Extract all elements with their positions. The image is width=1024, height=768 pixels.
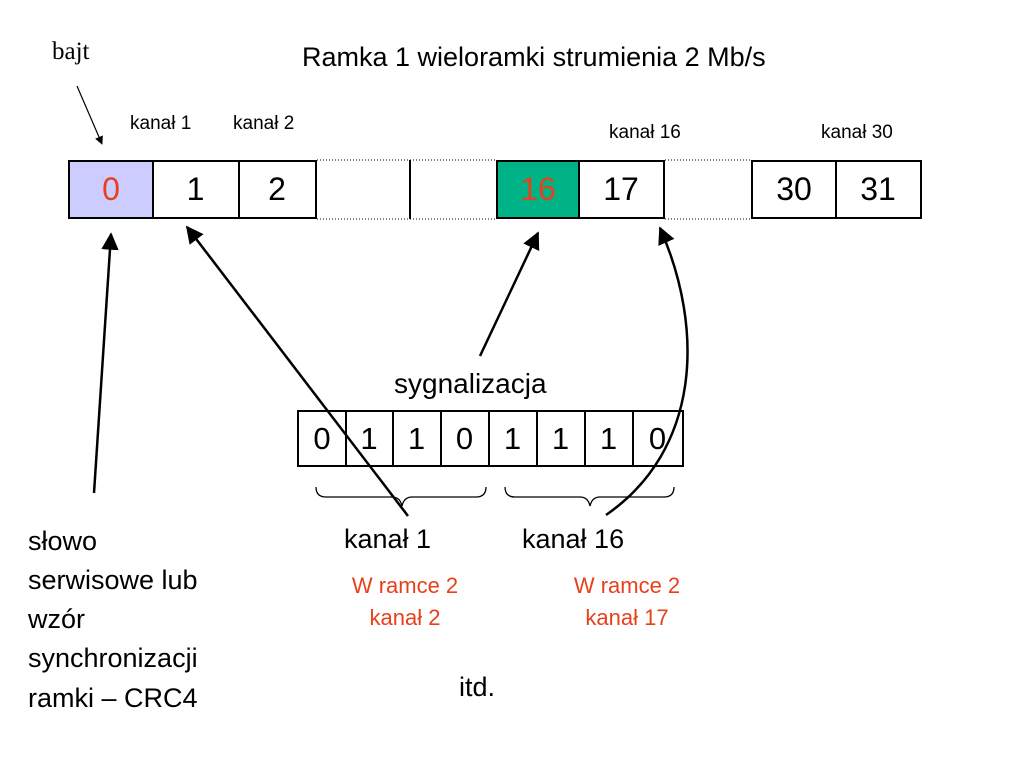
- channel-label-16: kanał 16: [609, 122, 681, 143]
- byte-label: bajt: [52, 38, 90, 65]
- arrow-to-cell-0: [92, 232, 119, 494]
- frame-cell-17: 17: [579, 160, 665, 219]
- brace-channel-1: [315, 486, 487, 507]
- note-frame2-channel2: W ramce 2 kanał 2: [325, 570, 485, 634]
- byte-pointer-arrow: [76, 85, 103, 145]
- brace-channel-16: [504, 486, 675, 507]
- side-note-line: serwisowe lub: [28, 565, 198, 596]
- side-note-line: synchronizacji: [28, 643, 198, 674]
- note-line: kanał 2: [369, 604, 441, 630]
- channel-label-2: kanał 2: [233, 113, 295, 134]
- signaling-bit: 1: [585, 410, 634, 467]
- note-line: kanał 17: [585, 604, 669, 630]
- side-note-line: wzór: [28, 604, 86, 635]
- signaling-bit: 1: [393, 410, 442, 467]
- side-note-line: ramki – CRC4: [28, 682, 198, 713]
- side-note: słowo serwisowe lub wzór synchronizacji …: [28, 522, 198, 718]
- arrow-to-cell-1: [185, 225, 409, 517]
- note-line: W ramce 2: [351, 573, 459, 598]
- frame-cell-30: 30: [751, 160, 837, 219]
- page-title: Ramka 1 wieloramki strumienia 2 Mb/s: [302, 42, 766, 72]
- frame-cell-31: 31: [836, 160, 922, 219]
- signaling-bit: 1: [489, 410, 538, 467]
- note-line: W ramce 2: [573, 573, 681, 598]
- channel-label-1: kanał 1: [130, 113, 192, 134]
- signaling-label: sygnalizacja: [394, 368, 547, 399]
- signaling-bit: 0: [633, 410, 684, 467]
- signaling-bit: 1: [537, 410, 586, 467]
- signaling-bit: 0: [441, 410, 490, 467]
- frame-cell-1: 1: [153, 160, 240, 219]
- frame-cell-2: 2: [239, 160, 317, 219]
- arrow-to-cell-17: [605, 226, 689, 517]
- group-label-channel-16: kanał 16: [522, 524, 625, 554]
- channel-label-30: kanał 30: [821, 122, 893, 143]
- frame-cell-0: 0: [68, 160, 154, 219]
- group-label-channel-1: kanał 1: [344, 524, 432, 554]
- frame-gap-lines: [317, 159, 751, 220]
- note-frame2-channel17: W ramce 2 kanał 17: [547, 570, 707, 634]
- side-note-line: słowo: [28, 526, 98, 556]
- frame-cell-16: 16: [496, 160, 580, 219]
- signaling-bit: 0: [297, 410, 347, 467]
- footer-etc: itd.: [459, 672, 496, 702]
- arrow-to-cell-16: [478, 231, 540, 357]
